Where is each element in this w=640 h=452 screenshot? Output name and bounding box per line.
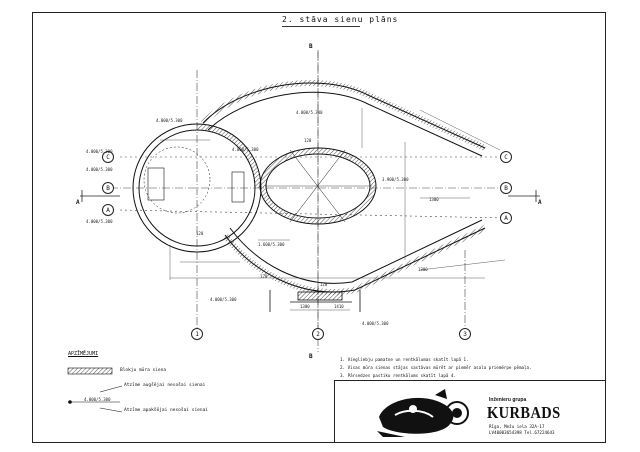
axis-bubble-a-left: A	[102, 204, 114, 216]
note-1: 1. Viegliebju pamatne un rentkālumas ska…	[340, 357, 469, 362]
dim-label: 4.000/5.300	[362, 321, 389, 326]
note-2: 2. Visas mūra sienas stājas sastāvas mūr…	[340, 365, 532, 370]
section-b-top-label: B	[309, 43, 313, 50]
dim-label: 3.900/5.300	[382, 177, 409, 182]
dim-label: 1410	[334, 304, 344, 309]
dim-label: 1300	[418, 267, 428, 272]
firm-name: KURBADS	[487, 403, 561, 422]
upper-curved-wall	[200, 80, 487, 157]
dim-label: 120	[196, 231, 204, 236]
dim-label: 4.000/5.300	[156, 118, 183, 123]
note-3: 3. Pārsedzes pastiku rentkālums skatīt l…	[340, 373, 456, 378]
section-a-line	[80, 190, 540, 202]
section-a-left-label: A	[76, 199, 80, 206]
legend-level-marker: 4.000/5.300	[84, 397, 111, 402]
dim-label: 4.000/5.300	[86, 219, 113, 224]
dim-label: 4.000/5.300	[86, 149, 113, 154]
legend-item-upper-level: Atzīme augšējai nesošai sienai	[124, 383, 206, 388]
firm-address: Rīga, Mežu iela 32A-17	[489, 424, 545, 429]
axis-bubble-b-left: B	[102, 182, 114, 194]
dim-label: 120	[304, 138, 312, 143]
dim-label: 120	[260, 274, 268, 279]
legend-item-lower-level: Atzīme apakšējai nesošai sienai	[124, 408, 208, 413]
bottom-bay	[269, 290, 361, 312]
firm-registration: LV40003654398 Tel.67224643	[489, 430, 555, 435]
axis-bubble-col-2: 2	[312, 328, 324, 340]
legend-title: APZĪMĒJUMI	[68, 351, 99, 357]
dim-label: 4.000/5.300	[86, 167, 113, 172]
legend-item-block-wall: Blokju mūra siena	[120, 368, 167, 373]
title-underline	[282, 26, 360, 27]
axis-bubble-col-3: 3	[459, 328, 471, 340]
sheet-title: 2. stāva sienu plāns	[282, 15, 399, 24]
drawing-frame	[32, 12, 606, 443]
lower-curved-wall	[222, 219, 487, 295]
center-oval-room	[259, 147, 377, 225]
firm-subtitle: Inženieru grupa	[489, 397, 527, 403]
axis-bubble-a-right: A	[500, 212, 512, 224]
kurbads-logo	[377, 389, 469, 437]
dim-label: 1.600/5.300	[258, 242, 285, 247]
dim-label: 1300	[300, 304, 310, 309]
axis-bubble-c-right: C	[500, 151, 512, 163]
axis-bubble-c-left: C	[102, 151, 114, 163]
dim-label: 120	[320, 282, 328, 287]
axis-bubble-b-right: B	[500, 182, 512, 194]
left-round-room	[132, 123, 262, 253]
section-a-right-label: A	[538, 199, 542, 206]
section-b-bottom-label: B	[309, 353, 313, 360]
dim-label: 1300	[429, 197, 439, 202]
dim-label: 4.000/5.300	[210, 297, 237, 302]
dim-label: 4.000/5.300	[296, 110, 323, 115]
axis-row-a	[119, 209, 506, 219]
legend-graphics	[67, 367, 123, 413]
dim-label: 4.000/5.300	[232, 147, 259, 152]
title-block: Inženieru grupa KURBADS Rīga, Mežu iela …	[334, 380, 606, 443]
axis-bubble-col-1: 1	[191, 328, 203, 340]
